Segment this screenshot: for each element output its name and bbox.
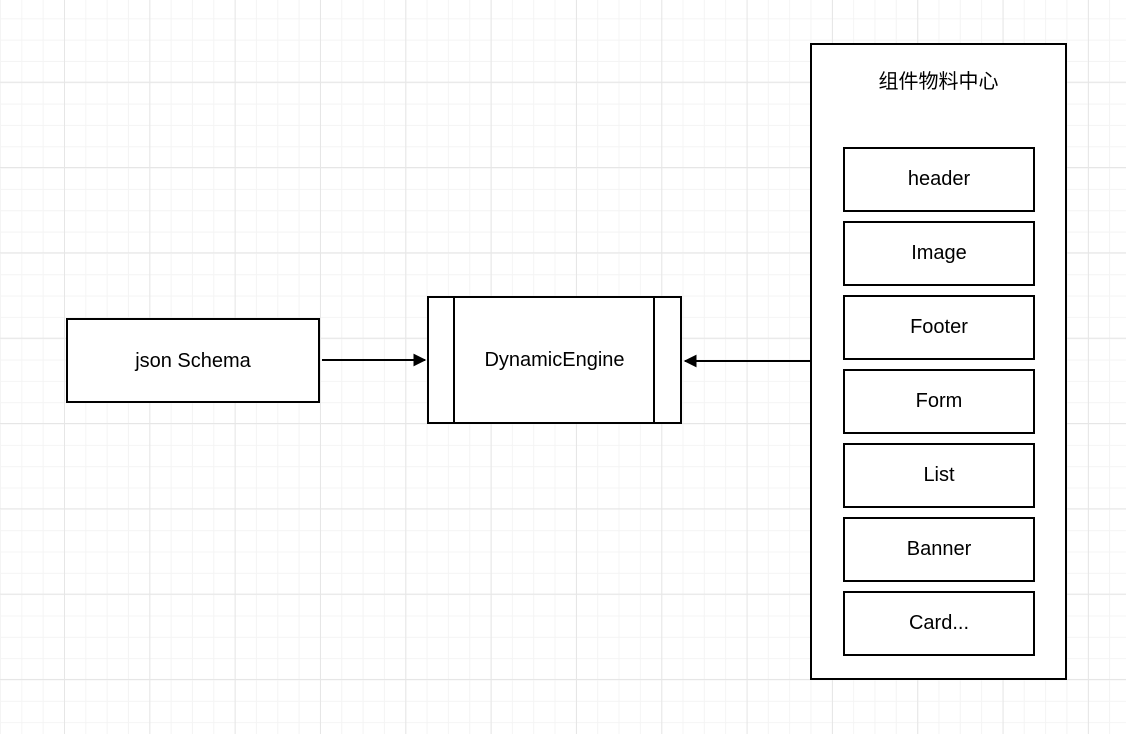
- node-dynamic-engine-label: DynamicEngine: [484, 349, 625, 371]
- material-item-label: List: [923, 464, 955, 486]
- process-divider-right: [653, 298, 655, 422]
- material-item-label: Footer: [910, 316, 968, 338]
- material-item-label: Image: [911, 242, 967, 264]
- node-json-schema[interactable]: json Schema: [66, 318, 320, 403]
- material-item-footer[interactable]: Footer: [843, 295, 1035, 360]
- material-item-label: Card...: [908, 612, 970, 634]
- node-json-schema-label: json Schema: [135, 349, 251, 372]
- material-item-header[interactable]: header: [843, 147, 1035, 212]
- material-item-label: Banner: [906, 538, 972, 560]
- node-material-center[interactable]: 组件物料中心 header Image Footer Form List Ban…: [810, 43, 1067, 680]
- material-item-image[interactable]: Image: [843, 221, 1035, 286]
- material-item-form[interactable]: Form: [843, 369, 1035, 434]
- material-item-banner[interactable]: Banner: [843, 517, 1035, 582]
- process-divider-left: [453, 298, 455, 422]
- material-item-label: header: [907, 168, 971, 190]
- material-item-label: Form: [915, 390, 963, 412]
- material-item-list[interactable]: List: [843, 443, 1035, 508]
- material-item-card[interactable]: Card...: [843, 591, 1035, 656]
- material-center-title: 组件物料中心: [878, 71, 999, 93]
- node-dynamic-engine[interactable]: DynamicEngine: [427, 296, 682, 424]
- material-center-items: header Image Footer Form List Banner Car…: [843, 147, 1035, 656]
